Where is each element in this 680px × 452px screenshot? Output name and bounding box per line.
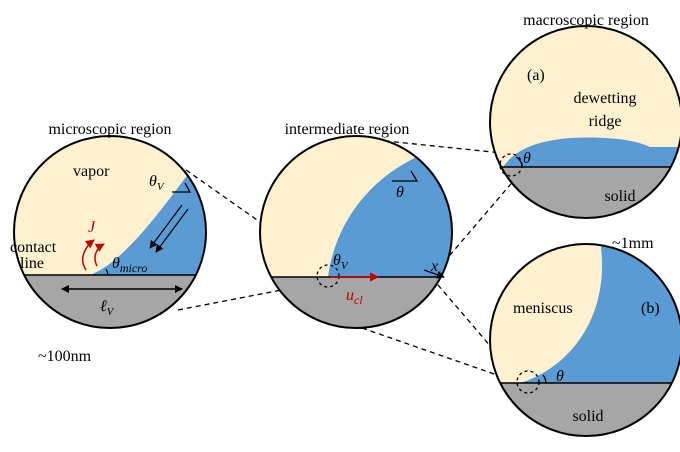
micro-theta-v-label: θV <box>149 173 165 193</box>
macro-title: macroscopic region <box>523 12 649 29</box>
macro-a-ridge-label-1: dewetting <box>573 90 636 107</box>
macro-b-zoom-circle <box>516 370 540 394</box>
connector-inter-b-top <box>431 277 517 377</box>
inter-x-arrow <box>423 269 445 279</box>
micro-contact-line-label-2: line <box>20 255 44 272</box>
micro-circle-outline <box>13 135 207 329</box>
micro-flux-label: J <box>88 219 96 236</box>
connector-inter-b-bottom <box>361 327 521 384</box>
inter-zoom-circle <box>316 264 340 288</box>
macro-b-tag: (b) <box>641 300 660 317</box>
macro-b-theta-label: θ <box>556 368 564 385</box>
macro-a-ridge-label-2: ridge <box>589 113 622 130</box>
macro-a-theta-label: θ <box>523 150 531 167</box>
micro-ell-label: ℓV <box>100 298 115 318</box>
micro-interface-arrow-1 <box>149 204 183 249</box>
macro-b-solid-label: solid <box>572 408 603 425</box>
micro-scale-label: ~100nm <box>38 348 92 365</box>
micro-interface-arrow-2 <box>155 208 189 253</box>
inter-x-label: x <box>430 258 438 275</box>
micro-flux-arrow-2 <box>94 243 105 267</box>
micro-theta-v-mark <box>172 182 192 193</box>
connector-micro-bottom <box>177 281 324 311</box>
macro-a-liquid-fill <box>503 137 680 167</box>
macro-a-scale-label: ~1mm <box>612 235 654 252</box>
micro-theta-micro-label: θmicro <box>112 255 147 275</box>
macro-a-theta-arc <box>515 156 523 168</box>
micro-vapor-label: vapor <box>73 163 110 180</box>
macro-b-liquid-fill <box>520 244 680 383</box>
micro-region: microscopic region vapor θV J contact li… <box>10 121 207 365</box>
inter-theta-label: θ <box>396 184 404 201</box>
macro-b-meniscus-label: meniscus <box>513 300 573 317</box>
macro-b-theta-arc <box>542 374 547 384</box>
connector-inter-a-top <box>375 139 503 154</box>
macro-a-solid-label: solid <box>604 188 635 205</box>
inter-theta-v-label: θV <box>333 252 349 272</box>
micro-title: microscopic region <box>48 121 171 138</box>
intermediate-region: intermediate region θ θV x ucl <box>259 121 453 329</box>
micro-contact-line-label-1: contact <box>10 239 57 256</box>
macro-b-circle-outline <box>489 243 680 437</box>
micro-theta-arc <box>105 268 109 276</box>
macro-a-region: macroscopic region (a) dewetting ridge θ… <box>489 12 680 252</box>
macro-a-tag: (a) <box>527 67 545 84</box>
inter-theta-mark <box>392 170 419 182</box>
inter-circle-outline <box>259 135 453 329</box>
inter-title: intermediate region <box>285 121 410 138</box>
inter-ucl-label: ucl <box>346 287 363 307</box>
micro-flux-arrow-1 <box>82 239 95 271</box>
macro-a-circle-outline <box>489 25 680 219</box>
connector-micro-top <box>185 169 325 268</box>
macro-b-region: meniscus (b) θ solid <box>489 243 680 437</box>
